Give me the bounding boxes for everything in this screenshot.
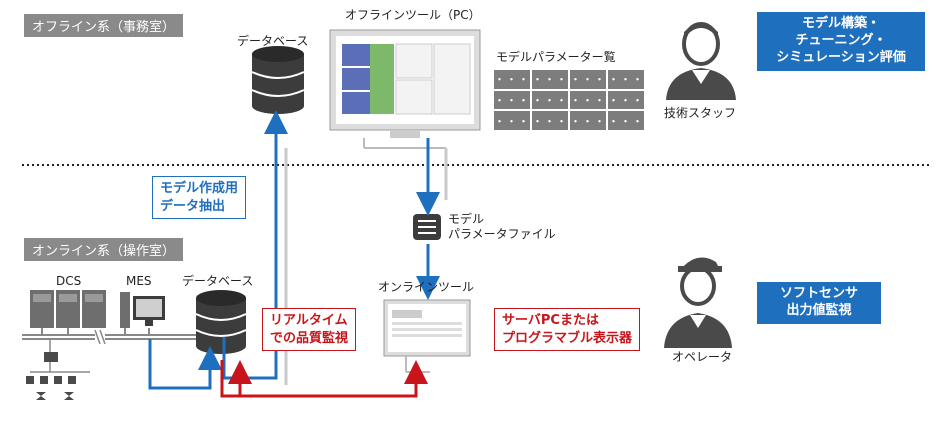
mes-pc-icon xyxy=(120,292,165,328)
param-cell: ・・・ xyxy=(494,111,530,130)
param-cell: ・・・ xyxy=(608,70,644,89)
param-cell: ・・・ xyxy=(570,70,606,89)
offline-tool-monitor-icon xyxy=(329,29,481,149)
operator-role-box: ソフトセンサ 出力値監視 xyxy=(757,282,881,324)
param-cell: ・・・ xyxy=(608,111,644,130)
offline-tool-label: オフラインツール（PC） xyxy=(345,8,481,22)
param-cell: ・・・ xyxy=(494,90,530,110)
operator-label: オペレータ xyxy=(672,350,733,364)
staff-label: 技術スタッフ xyxy=(664,106,737,120)
online-database-icon xyxy=(195,290,247,354)
param-list-grid: ・・・ ・・・ ・・・ ・・・ ・・・ ・・・ ・・・ ・・・ ・・・ ・・・ … xyxy=(494,70,644,130)
quality-monitor-arrow xyxy=(220,360,428,398)
staff-role-box: モデル構築・ チューニング・ シミュレーション評価 xyxy=(757,12,925,71)
field-devices-icon xyxy=(26,352,90,400)
quality-callout: リアルタイム での品質監視 xyxy=(262,308,357,352)
offline-database-label: データベース xyxy=(237,34,309,48)
param-cell: ・・・ xyxy=(494,70,530,89)
online-database-label: データベース xyxy=(182,274,254,288)
mes-label: MES xyxy=(126,274,152,288)
param-cell: ・・・ xyxy=(532,70,568,89)
dcs-to-db-arrow xyxy=(148,339,222,390)
offline-section-tag: オフライン系（事務室） xyxy=(24,14,184,37)
dcs-label: DCS xyxy=(56,274,82,288)
display-callout: サーバPCまたは プログラマブル表示器 xyxy=(494,308,641,352)
offline-database-icon xyxy=(251,46,305,114)
dcs-cabinet-icon xyxy=(30,290,106,328)
online-section-tag: オンライン系（操作室） xyxy=(24,238,184,261)
online-tool-monitor-icon xyxy=(383,299,471,373)
param-cell: ・・・ xyxy=(608,90,644,110)
param-cell: ・・・ xyxy=(532,111,568,130)
operator-person-icon xyxy=(664,257,732,348)
param-file-icon xyxy=(413,214,441,240)
param-file-label: モデル パラメータファイル xyxy=(448,212,556,241)
param-cell: ・・・ xyxy=(570,111,606,130)
staff-person-icon xyxy=(666,22,736,100)
param-cell: ・・・ xyxy=(570,90,606,110)
param-cell: ・・・ xyxy=(532,90,568,110)
param-list-label: モデルパラメーター覧 xyxy=(496,50,616,64)
online-tool-label: オンラインツール xyxy=(378,280,475,294)
extract-callout: モデル作成用 データ抽出 xyxy=(152,176,247,220)
